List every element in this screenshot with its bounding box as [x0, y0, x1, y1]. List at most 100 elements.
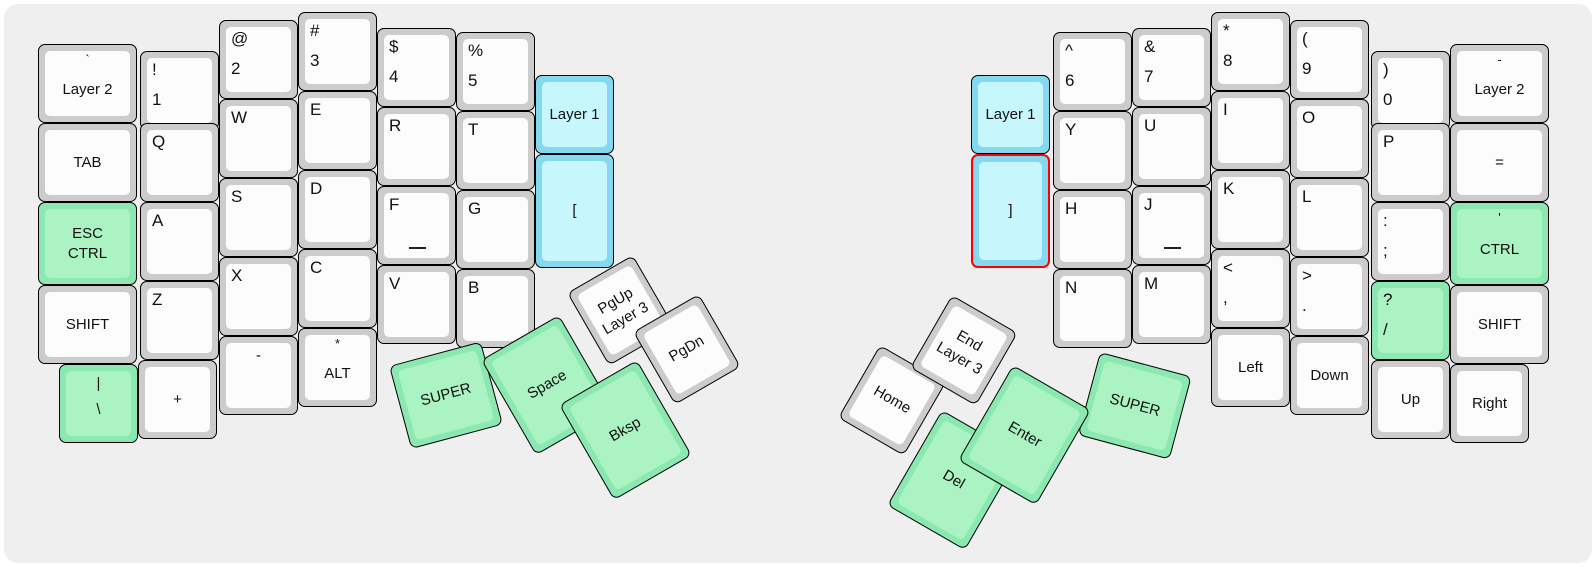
key-legend-base: A	[152, 211, 164, 230]
key-l-w[interactable]: W	[219, 99, 298, 178]
key-legend-base: E	[310, 100, 322, 119]
key-legend-base: +	[173, 390, 182, 408]
keycap-top: O	[1297, 106, 1362, 171]
key-legend-base: TAB	[73, 153, 102, 171]
key-legend-base: M	[1144, 274, 1159, 293]
key-r-6[interactable]: ^6	[1053, 32, 1132, 111]
keycap-top: +	[145, 367, 210, 432]
key-l-grave-layer2[interactable]: `Layer 2	[38, 44, 137, 123]
key-r-semicolon[interactable]: :;	[1371, 202, 1450, 281]
key-legend-base: O	[1302, 108, 1316, 127]
key-r-layer1[interactable]: Layer 1	[971, 75, 1050, 154]
keycap-top: E	[305, 98, 370, 163]
key-r-down[interactable]: Down	[1290, 336, 1369, 415]
key-legend-base: -	[256, 347, 261, 364]
keycap-top: Z	[147, 288, 212, 353]
key-r-minus-layer2[interactable]: -Layer 2	[1450, 44, 1549, 123]
key-legend-base: P	[1383, 132, 1395, 151]
key-legend-base: Left	[1237, 358, 1264, 376]
key-legend-base: .	[1302, 295, 1307, 315]
key-l-plus[interactable]: +	[138, 360, 217, 439]
key-r-9[interactable]: (9	[1290, 20, 1369, 99]
keycap-top: TAB	[45, 130, 130, 195]
key-l-4[interactable]: $4	[377, 28, 456, 107]
key-l-layer1[interactable]: Layer 1	[535, 75, 614, 154]
key-legend-shifted: >	[1302, 266, 1312, 285]
keycap-top: *8	[1218, 19, 1283, 84]
keycap-top: %5	[463, 39, 528, 104]
keycap-top: Y	[1060, 118, 1125, 183]
key-l-s[interactable]: S	[219, 178, 298, 257]
keycap-top: =	[1457, 130, 1542, 195]
key-l-minus[interactable]: -	[219, 336, 298, 415]
key-l-2[interactable]: @2	[219, 20, 298, 99]
key-legend-base: SUPER	[418, 379, 473, 410]
key-legend-base: Layer 2	[62, 81, 113, 99]
keycap-top: -Layer 2	[1457, 51, 1542, 116]
key-l-q[interactable]: Q	[140, 123, 219, 202]
key-legend-shifted: &	[1144, 37, 1156, 56]
keycap-top: SUPER	[1086, 360, 1184, 452]
key-r-u[interactable]: U	[1132, 107, 1211, 186]
key-r-comma[interactable]: <,	[1211, 249, 1290, 328]
key-l-v[interactable]: V	[377, 265, 456, 344]
key-l-3[interactable]: #3	[298, 12, 377, 91]
key-r-n[interactable]: N	[1053, 269, 1132, 348]
key-r-right[interactable]: Right	[1450, 364, 1529, 443]
key-r-y[interactable]: Y	[1053, 111, 1132, 190]
key-legend-base: Layer 1	[549, 105, 600, 123]
key-l-5[interactable]: %5	[456, 32, 535, 111]
key-r-i[interactable]: I	[1211, 91, 1290, 170]
key-l-e[interactable]: E	[298, 91, 377, 170]
key-r-up[interactable]: Up	[1371, 360, 1450, 439]
key-l-f[interactable]: F	[377, 186, 456, 265]
key-r-rbracket[interactable]: ]	[971, 154, 1050, 268]
key-l-d[interactable]: D	[298, 170, 377, 249]
homing-bar-icon	[408, 247, 426, 249]
key-l-1[interactable]: !1	[140, 51, 219, 130]
key-l-c[interactable]: C	[298, 249, 377, 328]
key-r-h[interactable]: H	[1053, 190, 1132, 269]
key-l-lbracket[interactable]: [	[535, 154, 614, 268]
key-r-left[interactable]: Left	[1211, 328, 1290, 407]
key-r-slash[interactable]: ?/	[1371, 281, 1450, 360]
key-l-x[interactable]: X	[219, 257, 298, 336]
key-r-equal[interactable]: =	[1450, 123, 1549, 202]
key-legend-base: 3	[310, 50, 320, 70]
key-legend-base: 2	[231, 58, 241, 78]
key-r-quote-ctrl[interactable]: 'CTRL	[1450, 202, 1549, 285]
key-l-shift[interactable]: SHIFT	[38, 285, 137, 364]
key-legend-base: CTRL	[1479, 241, 1520, 259]
key-legend-shifted: !	[152, 60, 157, 79]
key-r-shift[interactable]: SHIFT	[1450, 285, 1549, 364]
key-r-l[interactable]: L	[1290, 178, 1369, 257]
key-l-b[interactable]: B	[456, 269, 535, 348]
key-r-j[interactable]: J	[1132, 186, 1211, 265]
key-r-7[interactable]: &7	[1132, 28, 1211, 107]
key-l-pipe-backslash[interactable]: |\	[59, 364, 138, 443]
key-r-m[interactable]: M	[1132, 265, 1211, 344]
key-r-8[interactable]: *8	[1211, 12, 1290, 91]
key-l-t[interactable]: T	[456, 111, 535, 190]
key-r-0[interactable]: )0	[1371, 51, 1450, 130]
key-l-z[interactable]: Z	[140, 281, 219, 360]
keycap-top: G	[463, 197, 528, 262]
keycap-top: Layer 1	[978, 82, 1043, 147]
key-legend-base: |	[96, 375, 101, 392]
key-l-star-alt[interactable]: *ALT	[298, 328, 377, 407]
key-l-r[interactable]: R	[377, 107, 456, 186]
key-r-k[interactable]: K	[1211, 170, 1290, 249]
key-l-tab[interactable]: TAB	[38, 123, 137, 202]
key-l-a[interactable]: A	[140, 202, 219, 281]
key-legend-base: SUPER	[1107, 390, 1163, 421]
key-legend-base: B	[468, 278, 480, 297]
key-legend-base: 6	[1065, 70, 1075, 90]
key-l-g[interactable]: G	[456, 190, 535, 269]
key-r-o[interactable]: O	[1290, 99, 1369, 178]
key-r-period[interactable]: >.	[1290, 257, 1369, 336]
keycap-top: V	[384, 272, 449, 337]
key-r-p[interactable]: P	[1371, 123, 1450, 202]
key-legend-shifted: *	[334, 336, 341, 351]
keycap-top: N	[1060, 276, 1125, 341]
